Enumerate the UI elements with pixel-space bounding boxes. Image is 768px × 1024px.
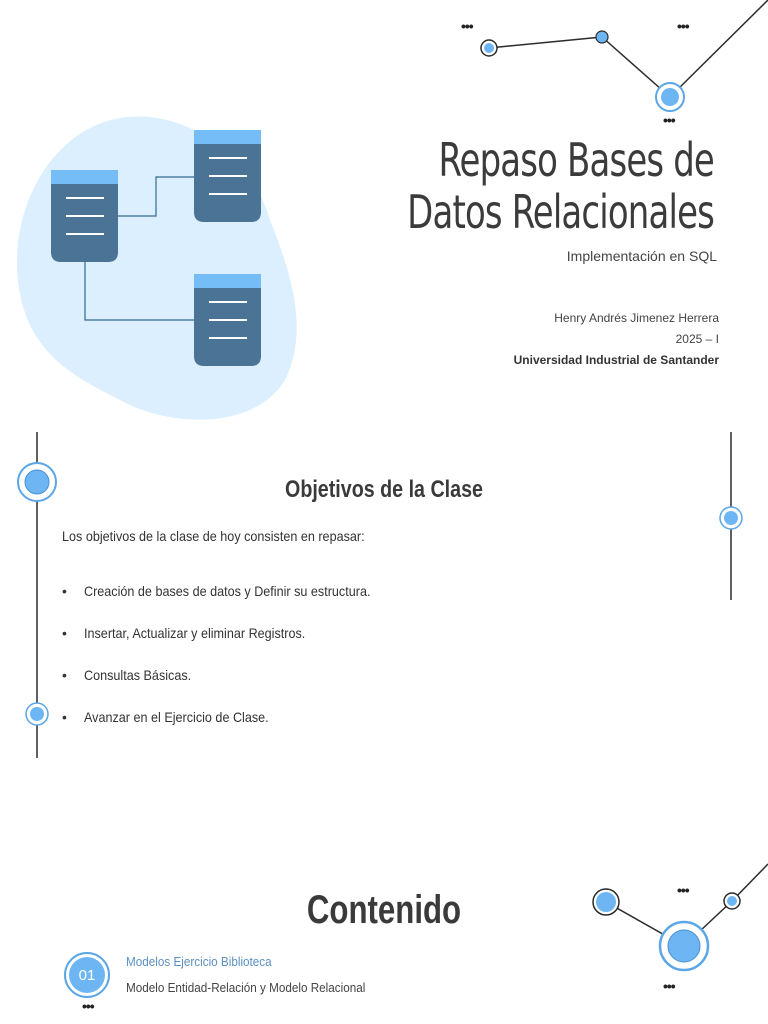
content-title: Contenido bbox=[306, 888, 462, 932]
timeline-node-icon bbox=[17, 462, 57, 502]
bullet: • bbox=[62, 709, 67, 725]
network-nodes-icon bbox=[480, 0, 768, 112]
decor-dots: ••• bbox=[663, 112, 676, 128]
objective-text: Creación de bases de datos y Definir su … bbox=[84, 583, 371, 599]
item-number-badge: 01 bbox=[69, 957, 105, 993]
decor-dots: ••• bbox=[677, 18, 690, 34]
objective-text: Consultas Básicas. bbox=[84, 667, 192, 683]
timeline-right bbox=[719, 432, 743, 600]
list-item: • Consultas Básicas. bbox=[62, 667, 402, 709]
title-line-1: Repaso Bases de bbox=[438, 133, 714, 187]
database-icon bbox=[194, 274, 261, 366]
academic-period: 2025 – I bbox=[675, 332, 719, 346]
connector-line bbox=[84, 260, 194, 321]
objective-text: Avanzar en el Ejercicio de Clase. bbox=[84, 709, 269, 725]
bullet: • bbox=[62, 583, 67, 599]
objectives-intro: Los objetivos de la clase de hoy consist… bbox=[62, 528, 365, 544]
content-item-heading[interactable]: Modelos Ejercicio Biblioteca bbox=[126, 954, 272, 969]
bullet: • bbox=[62, 667, 67, 683]
database-illustration bbox=[16, 116, 297, 420]
connector-line bbox=[118, 176, 194, 217]
list-item: • Avanzar en el Ejercicio de Clase. bbox=[62, 709, 402, 751]
author-name: Henry Andrés Jimenez Herrera bbox=[554, 311, 719, 325]
objectives-list: • Creación de bases de datos y Definir su… bbox=[62, 583, 402, 751]
timeline-node-icon bbox=[719, 506, 743, 530]
content-item-number: 01 bbox=[64, 952, 110, 998]
bullet: • bbox=[62, 625, 67, 641]
decor-dots: ••• bbox=[677, 882, 690, 898]
presentation-subtitle: Implementación en SQL bbox=[566, 248, 717, 264]
database-icon bbox=[194, 130, 261, 222]
timeline-node-icon bbox=[25, 702, 49, 726]
list-item: • Creación de bases de datos y Definir su… bbox=[62, 583, 402, 625]
decor-dots: ••• bbox=[461, 18, 474, 34]
list-item: • Insertar, Actualizar y eliminar Registr… bbox=[62, 625, 402, 667]
timeline-left bbox=[17, 432, 57, 758]
university-name: Universidad Industrial de Santander bbox=[513, 353, 719, 367]
title-line-2: Datos Relacionales bbox=[407, 185, 715, 239]
content-item-description: Modelo Entidad-Relación y Modelo Relacio… bbox=[126, 980, 366, 995]
presentation-title: Repaso Bases de Datos Relacionales bbox=[370, 133, 715, 239]
database-icon bbox=[51, 170, 118, 262]
objective-text: Insertar, Actualizar y eliminar Registro… bbox=[84, 625, 306, 641]
decor-dots: ••• bbox=[82, 998, 95, 1014]
objectives-title: Objetivos de la Clase bbox=[285, 476, 483, 503]
decor-dots: ••• bbox=[663, 978, 676, 994]
network-nodes-icon bbox=[592, 863, 768, 972]
